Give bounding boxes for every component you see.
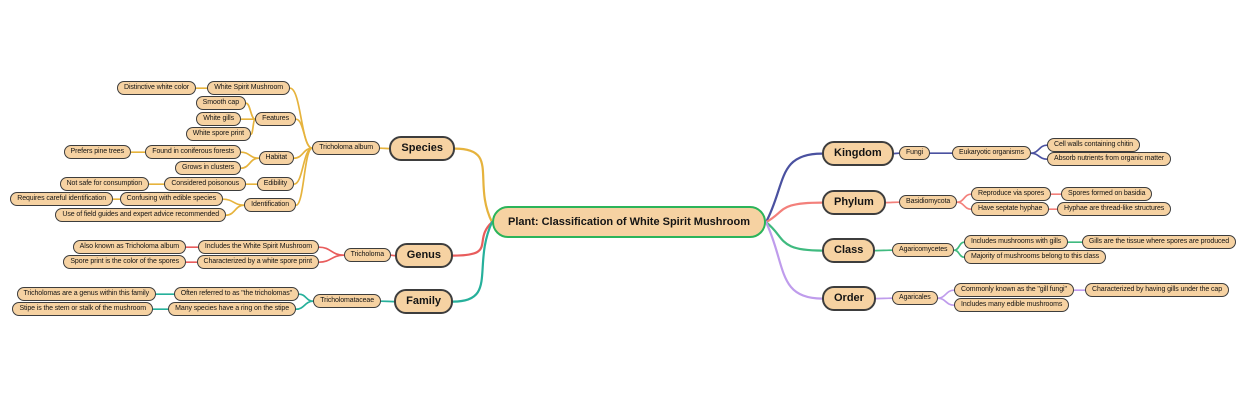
node-reproduce-via-spores[interactable]: Reproduce via spores <box>971 187 1052 202</box>
node-hyphae-thread-like[interactable]: Hyphae are thread-like structures <box>1057 202 1172 217</box>
node-white-gills[interactable]: White gills <box>196 112 241 127</box>
node-habitat[interactable]: Habitat <box>258 151 294 166</box>
node-gills-tissue-spores[interactable]: Gills are the tissue where spores are pr… <box>1081 235 1236 250</box>
node-tricholoma-album[interactable]: Tricholoma album <box>312 141 380 156</box>
node-cell-walls-chitin[interactable]: Cell walls containing chitin <box>1047 138 1140 153</box>
node-white-spore-print-char[interactable]: Characterized by a white spore print <box>196 255 319 270</box>
node-agaricales[interactable]: Agaricales <box>892 291 938 306</box>
node-genus[interactable]: Genus <box>394 243 453 269</box>
node-majority-mushrooms[interactable]: Majority of mushrooms belong to this cla… <box>964 250 1107 265</box>
node-also-known-tricholoma-album[interactable]: Also known as Tricholoma album <box>72 240 186 255</box>
node-includes-white-spirit[interactable]: Includes the White Spirit Mushroom <box>197 240 319 255</box>
node-grows-in-clusters[interactable]: Grows in clusters <box>175 161 241 176</box>
node-white-spirit-mushroom[interactable]: White Spirit Mushroom <box>207 81 290 96</box>
node-central-title[interactable]: Plant: Classification of White Spirit Mu… <box>492 206 767 239</box>
node-tricholomataceae[interactable]: Tricholomataceae <box>313 294 381 309</box>
node-not-safe-consumption[interactable]: Not safe for consumption <box>59 177 149 192</box>
node-basidiomycota[interactable]: Basidiomycota <box>899 195 958 210</box>
node-order[interactable]: Order <box>822 286 876 312</box>
node-class[interactable]: Class <box>822 238 876 264</box>
node-white-spore-print[interactable]: White spore print <box>185 127 251 142</box>
node-coniferous-forests[interactable]: Found in coniferous forests <box>145 145 241 160</box>
node-eukaryotic-organisms[interactable]: Eukaryotic organisms <box>952 146 1031 161</box>
node-distinctive-white-color[interactable]: Distinctive white color <box>116 81 196 96</box>
node-includes-mushrooms-gills[interactable]: Includes mushrooms with gills <box>964 235 1069 250</box>
node-absorb-nutrients[interactable]: Absorb nutrients from organic matter <box>1047 152 1172 167</box>
node-genus-within-family[interactable]: Tricholomas are a genus within this fami… <box>16 287 156 302</box>
node-often-tricholomas[interactable]: Often referred to as "the tricholomas" <box>173 287 299 302</box>
node-considered-poisonous[interactable]: Considered poisonous <box>164 177 246 192</box>
node-spores-formed-basidia[interactable]: Spores formed on basidia <box>1061 187 1153 202</box>
node-fungi[interactable]: Fungi <box>899 146 931 161</box>
node-smooth-cap[interactable]: Smooth cap <box>195 96 246 111</box>
node-identification[interactable]: Identification <box>244 198 296 213</box>
node-tricholoma[interactable]: Tricholoma <box>343 248 391 263</box>
node-edibility[interactable]: Edibility <box>256 177 294 192</box>
node-agaricomycetes[interactable]: Agaricomycetes <box>892 243 955 258</box>
node-gill-fungi[interactable]: Commonly known as the "gill fungi" <box>954 283 1074 298</box>
node-field-guides[interactable]: Use of field guides and expert advice re… <box>55 208 226 223</box>
node-confusing-edible-species[interactable]: Confusing with edible species <box>119 192 223 207</box>
node-kingdom[interactable]: Kingdom <box>822 141 894 167</box>
node-ring-on-stipe[interactable]: Many species have a ring on the stipe <box>168 302 296 317</box>
node-septate-hyphae[interactable]: Have septate hyphae <box>971 202 1050 217</box>
node-family[interactable]: Family <box>394 289 453 315</box>
node-gills-under-cap[interactable]: Characterized by having gills under the … <box>1085 283 1229 298</box>
node-prefers-pine-trees[interactable]: Prefers pine trees <box>63 145 131 160</box>
node-stipe-stem-stalk[interactable]: Stipe is the stem or stalk of the mushro… <box>12 302 153 317</box>
node-features[interactable]: Features <box>255 112 296 127</box>
node-careful-identification[interactable]: Requires careful identification <box>10 192 113 207</box>
node-phylum[interactable]: Phylum <box>822 190 886 216</box>
node-edible-mushrooms[interactable]: Includes many edible mushrooms <box>954 298 1070 313</box>
node-spore-print-color[interactable]: Spore print is the color of the spores <box>63 255 186 270</box>
node-species[interactable]: Species <box>389 136 455 162</box>
